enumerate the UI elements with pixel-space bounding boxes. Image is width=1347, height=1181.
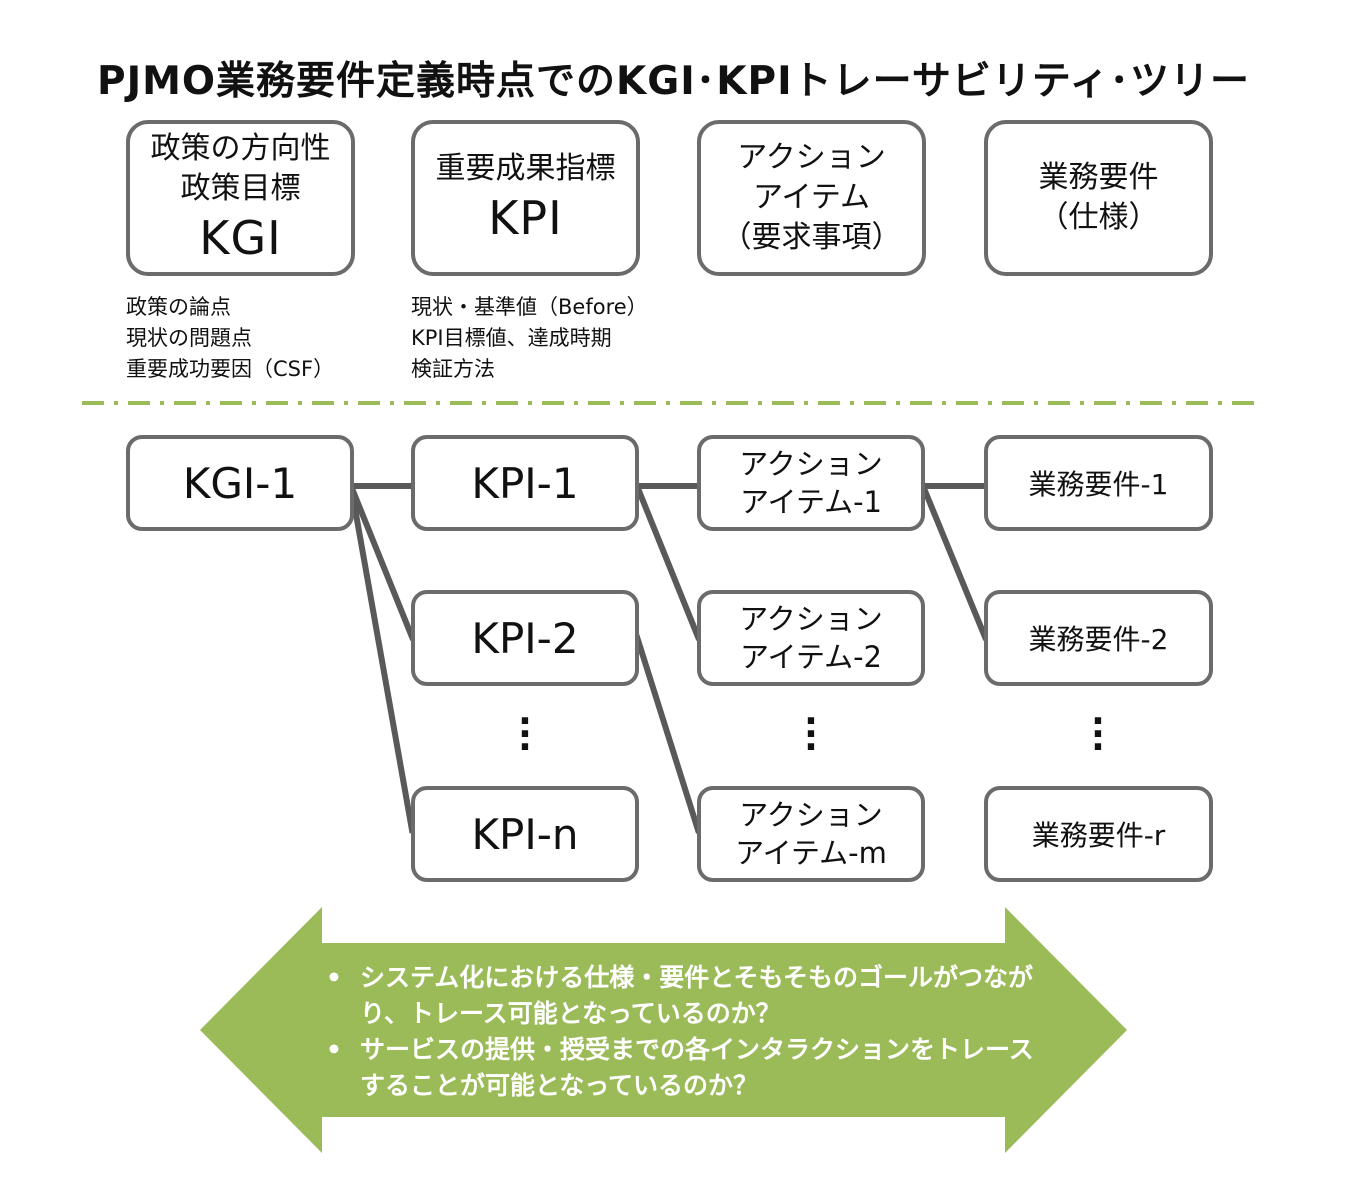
- tree-kgi-1-label: KGI-1: [182, 458, 298, 508]
- connector-action1-req2: [919, 482, 989, 641]
- diagram-title: PJMO業務要件定義時点でのKGI･KPIトレーサビリティ･ツリー: [97, 59, 1250, 104]
- tree-action-m-line1: アクション: [739, 798, 883, 832]
- connector-kgi1-kpi2: [347, 482, 416, 641]
- header-req-box: 業務要件 （仕様）: [984, 120, 1213, 276]
- header-kpi-box: 重要成果指標 KPI: [411, 120, 640, 276]
- header-action-line3: （要求事項）: [721, 220, 902, 255]
- tree-action-2: アクション アイテム-2: [697, 590, 925, 686]
- kgi-note-item: 現状の問題点: [126, 326, 252, 350]
- header-req-line2: （仕様）: [1038, 200, 1159, 235]
- connector-kgi1-kpin: [347, 482, 416, 834]
- header-kgi-line2: 政策目標: [180, 171, 301, 206]
- kpi-note-item: 検証方法: [411, 357, 495, 381]
- tree-action-1-line2: アイテム-1: [739, 485, 882, 519]
- arrow-bullet-item: システム化における仕様・要件とそもそものゴールがつながり、トレース可能となってい…: [318, 960, 1038, 1032]
- tree-kpi-1-label: KPI-1: [471, 458, 579, 508]
- arrow-bullet-item: サービスの提供・授受までの各インタラクションをトレースすることが可能となっている…: [318, 1032, 1038, 1104]
- header-kgi-label: KGI: [199, 211, 282, 265]
- kpi-notes: 現状・基準値（Before） KPI目標値、達成時期 検証方法: [411, 292, 648, 385]
- tree-action-1-line1: アクション: [739, 447, 883, 481]
- arrow-bullet-list: システム化における仕様・要件とそもそものゴールがつながり、トレース可能となってい…: [318, 960, 1038, 1104]
- connector-kpi2-actionm: [633, 633, 702, 834]
- header-action-line2: アイテム: [753, 180, 870, 215]
- kpi-note-item: KPI目標値、達成時期: [411, 326, 612, 350]
- kgi-note-item: 重要成功要因（CSF）: [126, 357, 335, 381]
- tree-req-2: 業務要件-2: [984, 590, 1213, 686]
- tree-kpi-n-label: KPI-n: [471, 809, 579, 859]
- header-kgi-line1: 政策の方向性: [150, 131, 331, 166]
- tree-action-2-line2: アイテム-2: [739, 640, 882, 674]
- header-kpi-line1: 重要成果指標: [435, 151, 616, 186]
- action-ellipsis: ···: [804, 701, 818, 768]
- tree-req-1-label: 業務要件-1: [1028, 468, 1169, 501]
- req-ellipsis: ···: [1091, 701, 1105, 768]
- tree-req-r: 業務要件-r: [984, 786, 1213, 882]
- header-action-box: アクション アイテム （要求事項）: [697, 120, 926, 276]
- tree-req-r-label: 業務要件-r: [1031, 819, 1166, 852]
- tree-req-2-label: 業務要件-2: [1028, 623, 1169, 656]
- tree-action-m-line2: アイテム-m: [735, 836, 887, 870]
- tree-kpi-2-label: KPI-2: [471, 613, 579, 663]
- kpi-ellipsis: ···: [518, 701, 532, 768]
- kgi-notes: 政策の論点 現状の問題点 重要成功要因（CSF）: [126, 292, 334, 385]
- header-req-line1: 業務要件: [1038, 160, 1159, 195]
- header-action-line1: アクション: [737, 140, 886, 175]
- tree-kpi-n: KPI-n: [411, 786, 639, 882]
- kpi-note-item: 現状・基準値（Before）: [411, 295, 648, 319]
- tree-req-1: 業務要件-1: [984, 435, 1213, 531]
- header-kpi-label: KPI: [488, 191, 563, 245]
- tree-kpi-1: KPI-1: [411, 435, 639, 531]
- header-kgi-box: 政策の方向性 政策目標 KGI: [126, 120, 355, 276]
- tree-action-m: アクション アイテム-m: [697, 786, 925, 882]
- tree-action-1: アクション アイテム-1: [697, 435, 925, 531]
- connector-kpi1-action2: [633, 482, 702, 641]
- tree-kgi-1: KGI-1: [126, 435, 354, 531]
- tree-action-2-line1: アクション: [739, 602, 883, 636]
- kgi-note-item: 政策の論点: [126, 295, 231, 319]
- tree-kpi-2: KPI-2: [411, 590, 639, 686]
